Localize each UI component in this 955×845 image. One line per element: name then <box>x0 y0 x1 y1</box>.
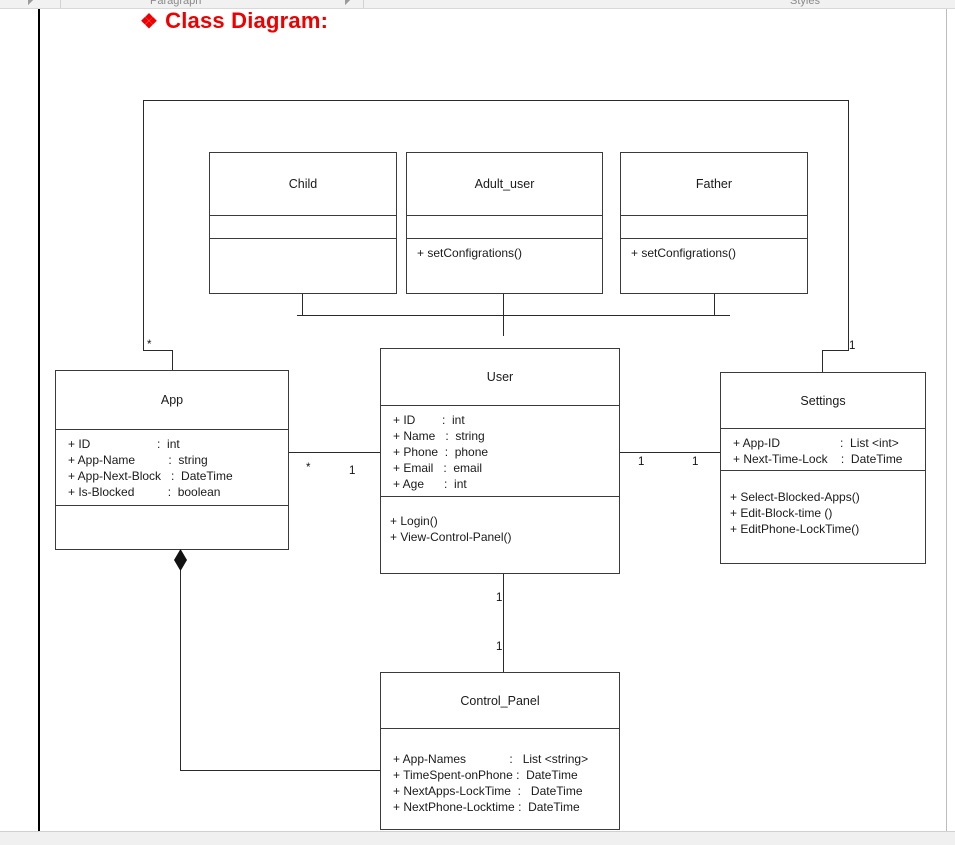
uml-class-control-panel[interactable]: Control_Panel + App-Names : List <string… <box>380 672 620 830</box>
class-name-settings: Settings <box>721 373 925 429</box>
uml-class-user[interactable]: User + ID : int + Name : string + Phone … <box>380 348 620 574</box>
method-row: + Login() <box>390 514 438 528</box>
multiplicity-user-left-end: 1 <box>349 465 356 477</box>
multiplicity-user-right-end: 1 <box>638 456 645 468</box>
attributes-compartment-app: + ID : int + App-Name : string + App-Nex… <box>56 430 288 506</box>
attribute-row: + Phone : phone <box>393 445 489 459</box>
attribute-row: + NextPhone-Locktime : DateTime <box>393 800 580 814</box>
page-title-text: Class Diagram: <box>165 8 329 33</box>
page-title: ❖ Class Diagram: <box>140 8 328 34</box>
uml-class-father[interactable]: Father + setConfigrations() <box>620 152 808 294</box>
method-row: + View-Control-Panel() <box>390 530 512 544</box>
uml-class-adult-user[interactable]: Adult_user + setConfigrations() <box>406 152 603 294</box>
diamond-bullet-icon: ❖ <box>140 11 159 33</box>
attribute-row: + App-Names : List <string> <box>393 752 589 766</box>
multiplicity-user-bottom-end: 1 <box>496 592 503 604</box>
app-tree-link <box>143 350 173 351</box>
attribute-row: + App-Name : string <box>68 453 208 467</box>
page-gutter <box>0 9 38 831</box>
attributes-compartment-settings: + App-ID : List <int> + Next-Time-Lock :… <box>721 429 925 471</box>
composition-horizontal <box>180 770 380 771</box>
attribute-row: + ID : int <box>68 437 180 451</box>
generalization-left-leg <box>143 100 144 350</box>
attribute-row: + Age : int <box>393 477 467 491</box>
methods-compartment-father: + setConfigrations() <box>621 239 807 293</box>
multiplicity-tree-settings-one: 1 <box>849 340 856 352</box>
method-row: + setConfigrations() <box>631 246 737 260</box>
class-name-control-panel: Control_Panel <box>381 673 619 729</box>
child-stub <box>302 293 303 316</box>
attributes-compartment-adult-user <box>407 216 602 239</box>
attributes-compartment-father <box>621 216 807 239</box>
ribbon-strip: ◤ Paragraph ◤ Styles <box>0 0 955 9</box>
methods-compartment-adult-user: + setConfigrations() <box>407 239 602 293</box>
attributes-compartment-control-panel: + App-Names : List <string> + TimeSpent-… <box>381 729 619 829</box>
attribute-row: + NextApps-LockTime : DateTime <box>393 784 583 798</box>
app-tree-drop <box>172 350 173 370</box>
multiplicity-tree-app-star: * <box>147 339 152 351</box>
uml-class-app[interactable]: App + ID : int + App-Name : string + App… <box>55 370 289 550</box>
class-name-father: Father <box>621 153 807 216</box>
method-row: + Edit-Block-time () <box>730 506 833 520</box>
multiplicity-app-end: * <box>306 462 311 474</box>
generalization-right-leg <box>848 100 849 350</box>
father-stub <box>714 293 715 316</box>
method-row: + setConfigrations() <box>417 246 523 260</box>
attribute-row: + App-ID : List <int> <box>733 436 899 450</box>
attributes-compartment-user: + ID : int + Name : string + Phone : pho… <box>381 406 619 497</box>
attribute-row: + TimeSpent-onPhone : DateTime <box>393 768 578 782</box>
class-name-app: App <box>56 371 288 430</box>
uml-class-settings[interactable]: Settings + App-ID : List <int> + Next-Ti… <box>720 372 926 564</box>
composition-vertical <box>180 560 181 770</box>
settings-tree-drop <box>822 350 823 372</box>
class-name-child: Child <box>210 153 396 216</box>
multiplicity-settings-end: 1 <box>692 456 699 468</box>
ribbon-group-styles: Styles <box>790 0 820 7</box>
ribbon-separator <box>363 0 364 8</box>
class-name-user: User <box>381 349 619 406</box>
generalization-top-bar <box>143 100 849 101</box>
attribute-row: + ID : int <box>393 413 465 427</box>
user-settings-association <box>620 452 720 453</box>
method-row: + Select-Blocked-Apps() <box>730 490 860 504</box>
method-row: + EditPhone-LockTime() <box>730 522 860 536</box>
methods-compartment-user: + Login() + View-Control-Panel() <box>381 497 619 573</box>
app-user-association <box>288 452 380 453</box>
attribute-row: + Name : string <box>393 429 485 443</box>
class-name-adult-user: Adult_user <box>407 153 602 216</box>
ribbon-group-paragraph: Paragraph <box>150 0 202 7</box>
settings-tree-link <box>822 350 849 351</box>
composition-diamond-icon <box>174 549 187 571</box>
dialog-launcher-icon[interactable]: ◤ <box>28 0 35 6</box>
generalization-bus-bar <box>297 315 730 316</box>
multiplicity-control-panel-end: 1 <box>496 641 503 653</box>
ribbon-separator <box>60 0 61 8</box>
attributes-compartment-child <box>210 216 396 239</box>
methods-compartment-settings: + Select-Blocked-Apps() + Edit-Block-tim… <box>721 471 925 563</box>
uml-class-child[interactable]: Child <box>209 152 397 294</box>
attribute-row: + App-Next-Block : DateTime <box>68 469 233 483</box>
attribute-row: + Is-Blocked : boolean <box>68 485 221 499</box>
generalization-center-drop <box>503 260 504 336</box>
methods-compartment-child <box>210 239 396 293</box>
user-control-panel-association <box>503 574 504 672</box>
attribute-row: + Next-Time-Lock : DateTime <box>733 452 903 466</box>
status-bar-strip <box>0 831 955 845</box>
attribute-row: + Email : email <box>393 461 483 475</box>
methods-compartment-app <box>56 506 288 549</box>
page-right-edge <box>946 9 955 831</box>
dialog-launcher-icon[interactable]: ◤ <box>345 0 352 6</box>
text-boundary-rule <box>38 9 40 831</box>
